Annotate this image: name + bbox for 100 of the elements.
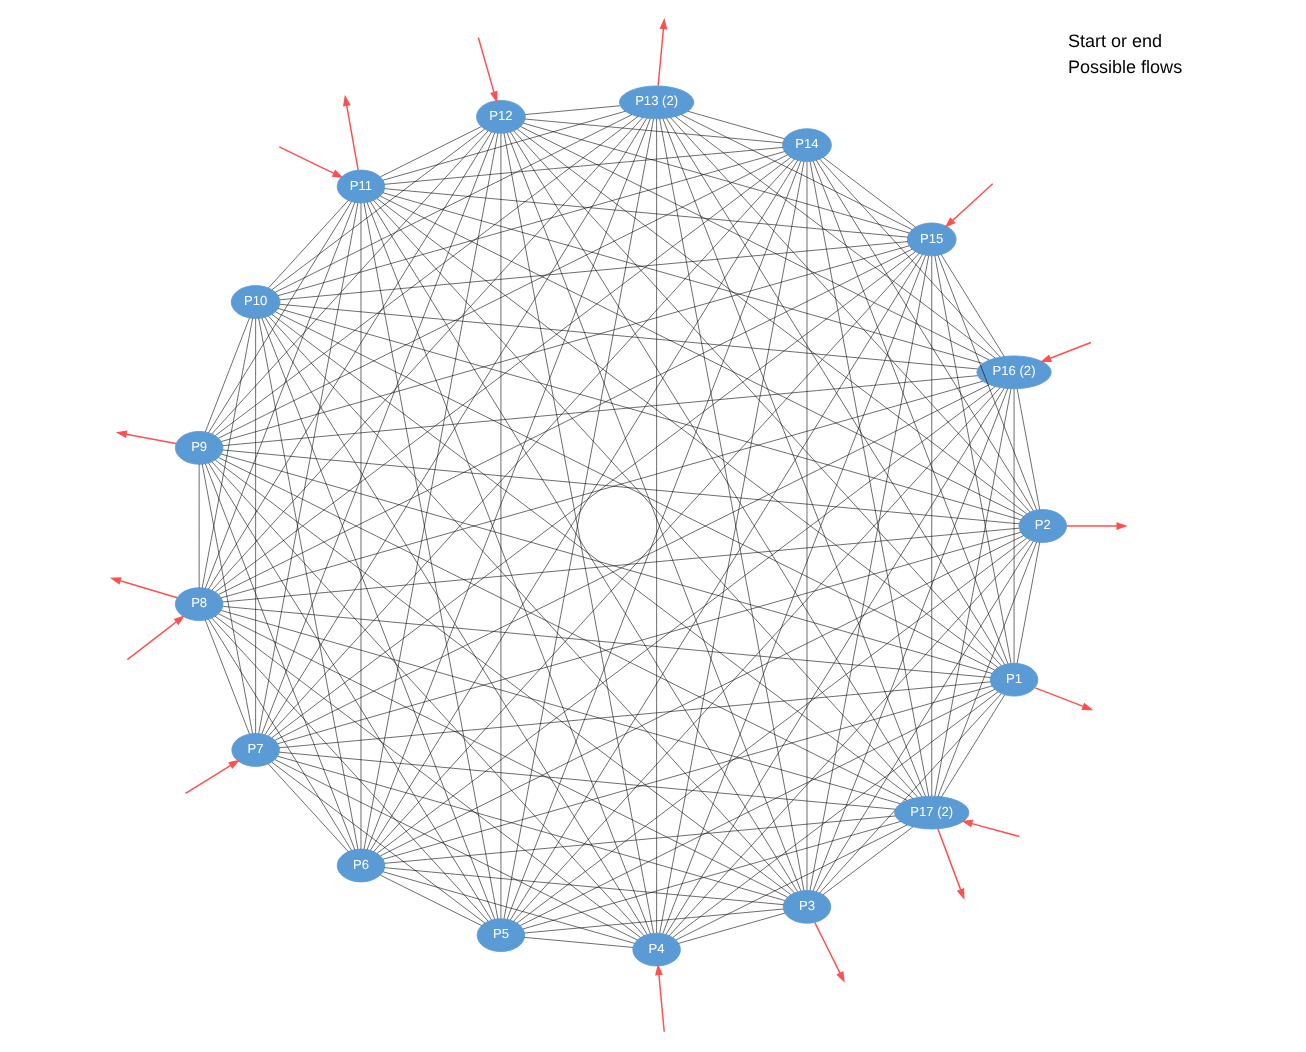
connector bbox=[376, 198, 999, 668]
connector bbox=[666, 118, 1005, 665]
connector bbox=[274, 114, 633, 293]
connector bbox=[672, 691, 999, 938]
connector bbox=[662, 255, 926, 934]
arrow bbox=[1066, 522, 1128, 530]
connector bbox=[274, 384, 990, 741]
connector bbox=[211, 117, 643, 591]
connector bbox=[268, 158, 795, 737]
connector bbox=[1013, 388, 1015, 664]
connector bbox=[681, 114, 913, 230]
arrow bbox=[655, 963, 665, 1033]
connector bbox=[205, 202, 356, 589]
connector bbox=[384, 815, 896, 864]
connector bbox=[268, 315, 795, 894]
connector bbox=[670, 117, 1031, 513]
connector bbox=[208, 462, 492, 921]
connector bbox=[806, 161, 808, 891]
connector bbox=[271, 314, 914, 799]
connector bbox=[211, 461, 645, 936]
connector bbox=[218, 613, 788, 898]
arrow bbox=[814, 921, 845, 983]
connector bbox=[384, 147, 784, 185]
connector bbox=[934, 388, 1012, 797]
connector bbox=[264, 118, 647, 735]
connector bbox=[274, 759, 638, 941]
arrow bbox=[477, 36, 498, 103]
connector bbox=[809, 255, 929, 891]
connector bbox=[215, 459, 791, 895]
connector bbox=[522, 821, 901, 930]
connector bbox=[277, 532, 1021, 744]
connector bbox=[214, 616, 641, 938]
connector bbox=[382, 685, 993, 860]
connector bbox=[373, 200, 919, 798]
connector bbox=[218, 154, 788, 439]
connector bbox=[937, 541, 1037, 797]
connector bbox=[382, 192, 983, 364]
connector bbox=[669, 539, 1031, 936]
connector bbox=[510, 131, 923, 798]
connector bbox=[382, 111, 626, 181]
connector bbox=[384, 867, 784, 905]
connector bbox=[513, 387, 1001, 922]
connector bbox=[221, 610, 901, 804]
arrow bbox=[184, 759, 240, 795]
connector bbox=[380, 195, 1024, 517]
connector bbox=[376, 386, 996, 854]
connector bbox=[520, 126, 990, 361]
legend-label: Possible flows bbox=[1067, 57, 1183, 78]
connector bbox=[201, 318, 253, 588]
connector bbox=[524, 908, 784, 934]
connector bbox=[218, 457, 908, 801]
connector bbox=[271, 251, 916, 738]
connector bbox=[222, 606, 991, 678]
connector bbox=[277, 308, 1021, 520]
connector bbox=[221, 453, 993, 674]
connector bbox=[819, 693, 1002, 894]
connector bbox=[279, 304, 978, 370]
connector bbox=[258, 318, 359, 850]
connector bbox=[222, 375, 978, 446]
connector bbox=[205, 463, 356, 850]
connector bbox=[937, 255, 1037, 511]
connector bbox=[934, 255, 1012, 664]
arrow bbox=[657, 17, 668, 87]
connector bbox=[809, 161, 929, 797]
connector bbox=[258, 202, 359, 734]
connector bbox=[211, 130, 489, 435]
connector bbox=[261, 317, 496, 920]
connector bbox=[384, 188, 908, 238]
connector bbox=[665, 388, 1005, 935]
connector bbox=[363, 132, 499, 850]
connector bbox=[520, 689, 995, 926]
arrow bbox=[961, 819, 1021, 838]
connector bbox=[675, 116, 996, 359]
connector bbox=[819, 159, 1001, 358]
connector bbox=[366, 202, 651, 934]
connector bbox=[662, 118, 926, 797]
connector bbox=[513, 130, 1002, 667]
legend-label: Start or end bbox=[1067, 31, 1163, 52]
connector bbox=[201, 463, 253, 734]
connector bbox=[500, 133, 502, 919]
arrow bbox=[1034, 687, 1094, 711]
connector bbox=[220, 380, 983, 599]
connector bbox=[360, 202, 362, 850]
connector bbox=[510, 254, 923, 921]
connector bbox=[516, 537, 1027, 924]
connector bbox=[524, 118, 783, 144]
connector bbox=[517, 128, 1027, 515]
connector bbox=[675, 824, 908, 941]
connector bbox=[222, 449, 1020, 525]
arrow bbox=[126, 615, 185, 661]
connector bbox=[366, 118, 651, 850]
arrow bbox=[342, 94, 359, 171]
arrow bbox=[944, 183, 994, 228]
connector bbox=[812, 160, 1009, 664]
arrow bbox=[278, 146, 344, 179]
connector bbox=[278, 681, 991, 749]
connector bbox=[656, 118, 657, 934]
connector bbox=[382, 871, 635, 944]
connector bbox=[261, 132, 496, 735]
connector bbox=[277, 756, 785, 901]
